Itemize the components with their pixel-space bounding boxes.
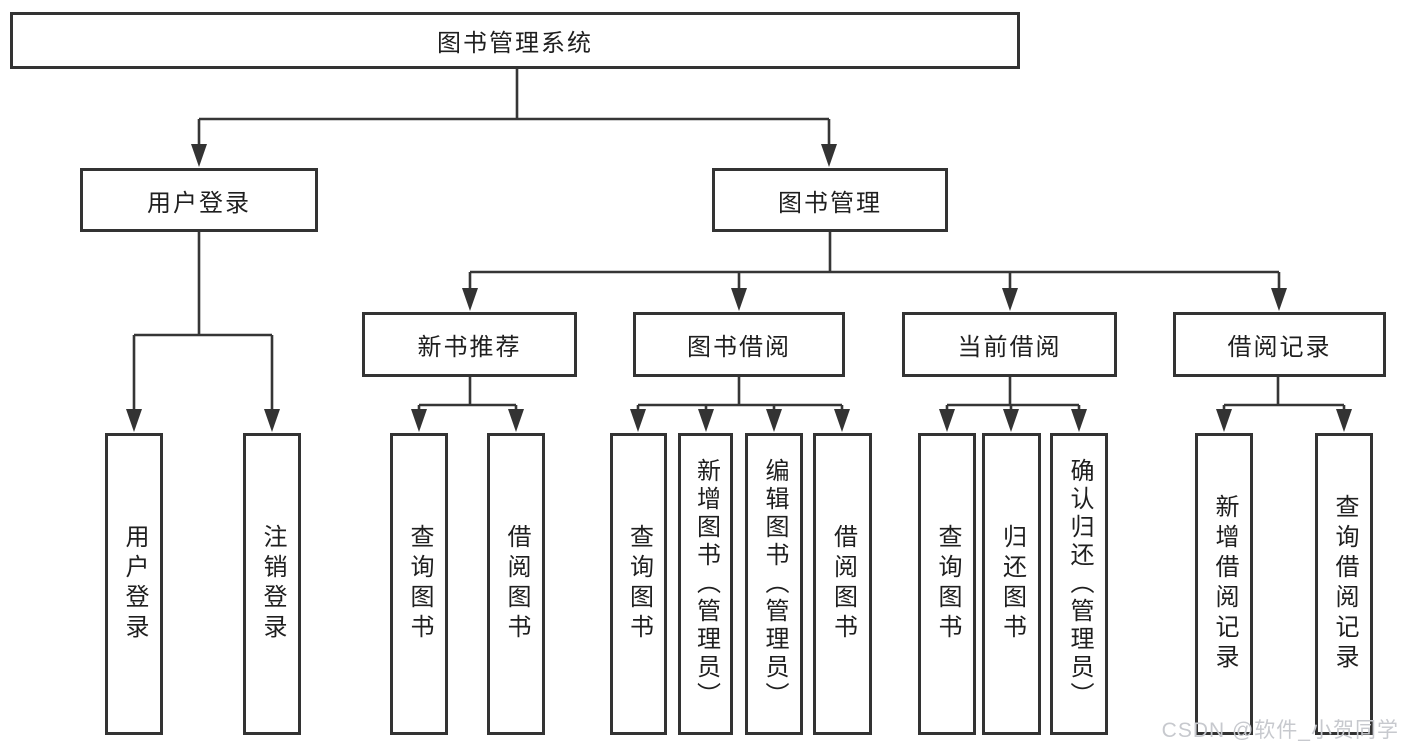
- leaf-query-borrow-record: 查询借阅记录: [1315, 433, 1373, 735]
- leaf-query-books-borrowing: 查询图书: [610, 433, 667, 735]
- leaf-user-login: 用户登录: [105, 433, 163, 735]
- node-new-book-recommend: 新书推荐: [362, 312, 577, 377]
- leaf-add-book-admin: 新增图书（管理员）: [678, 433, 733, 735]
- node-borrowing-records: 借阅记录: [1173, 312, 1386, 377]
- leaf-query-books-current: 查询图书: [918, 433, 976, 735]
- node-book-borrowing: 图书借阅: [633, 312, 845, 377]
- node-user-login: 用户登录: [80, 168, 318, 232]
- leaf-query-books-recommend: 查询图书: [390, 433, 448, 735]
- leaf-borrow-books-recommend: 借阅图书: [487, 433, 545, 735]
- leaf-borrow-books-borrowing: 借阅图书: [813, 433, 872, 735]
- leaf-logout: 注销登录: [243, 433, 301, 735]
- leaf-return-books: 归还图书: [982, 433, 1041, 735]
- leaf-edit-book-admin: 编辑图书（管理员）: [745, 433, 803, 735]
- node-current-borrowing: 当前借阅: [902, 312, 1117, 377]
- node-root: 图书管理系统: [10, 12, 1020, 69]
- csdn-watermark: CSDN @软件_小贺同学: [1161, 719, 1399, 742]
- node-book-management: 图书管理: [712, 168, 948, 232]
- leaf-confirm-return-admin: 确认归还（管理员）: [1050, 433, 1108, 735]
- leaf-add-borrow-record: 新增借阅记录: [1195, 433, 1253, 735]
